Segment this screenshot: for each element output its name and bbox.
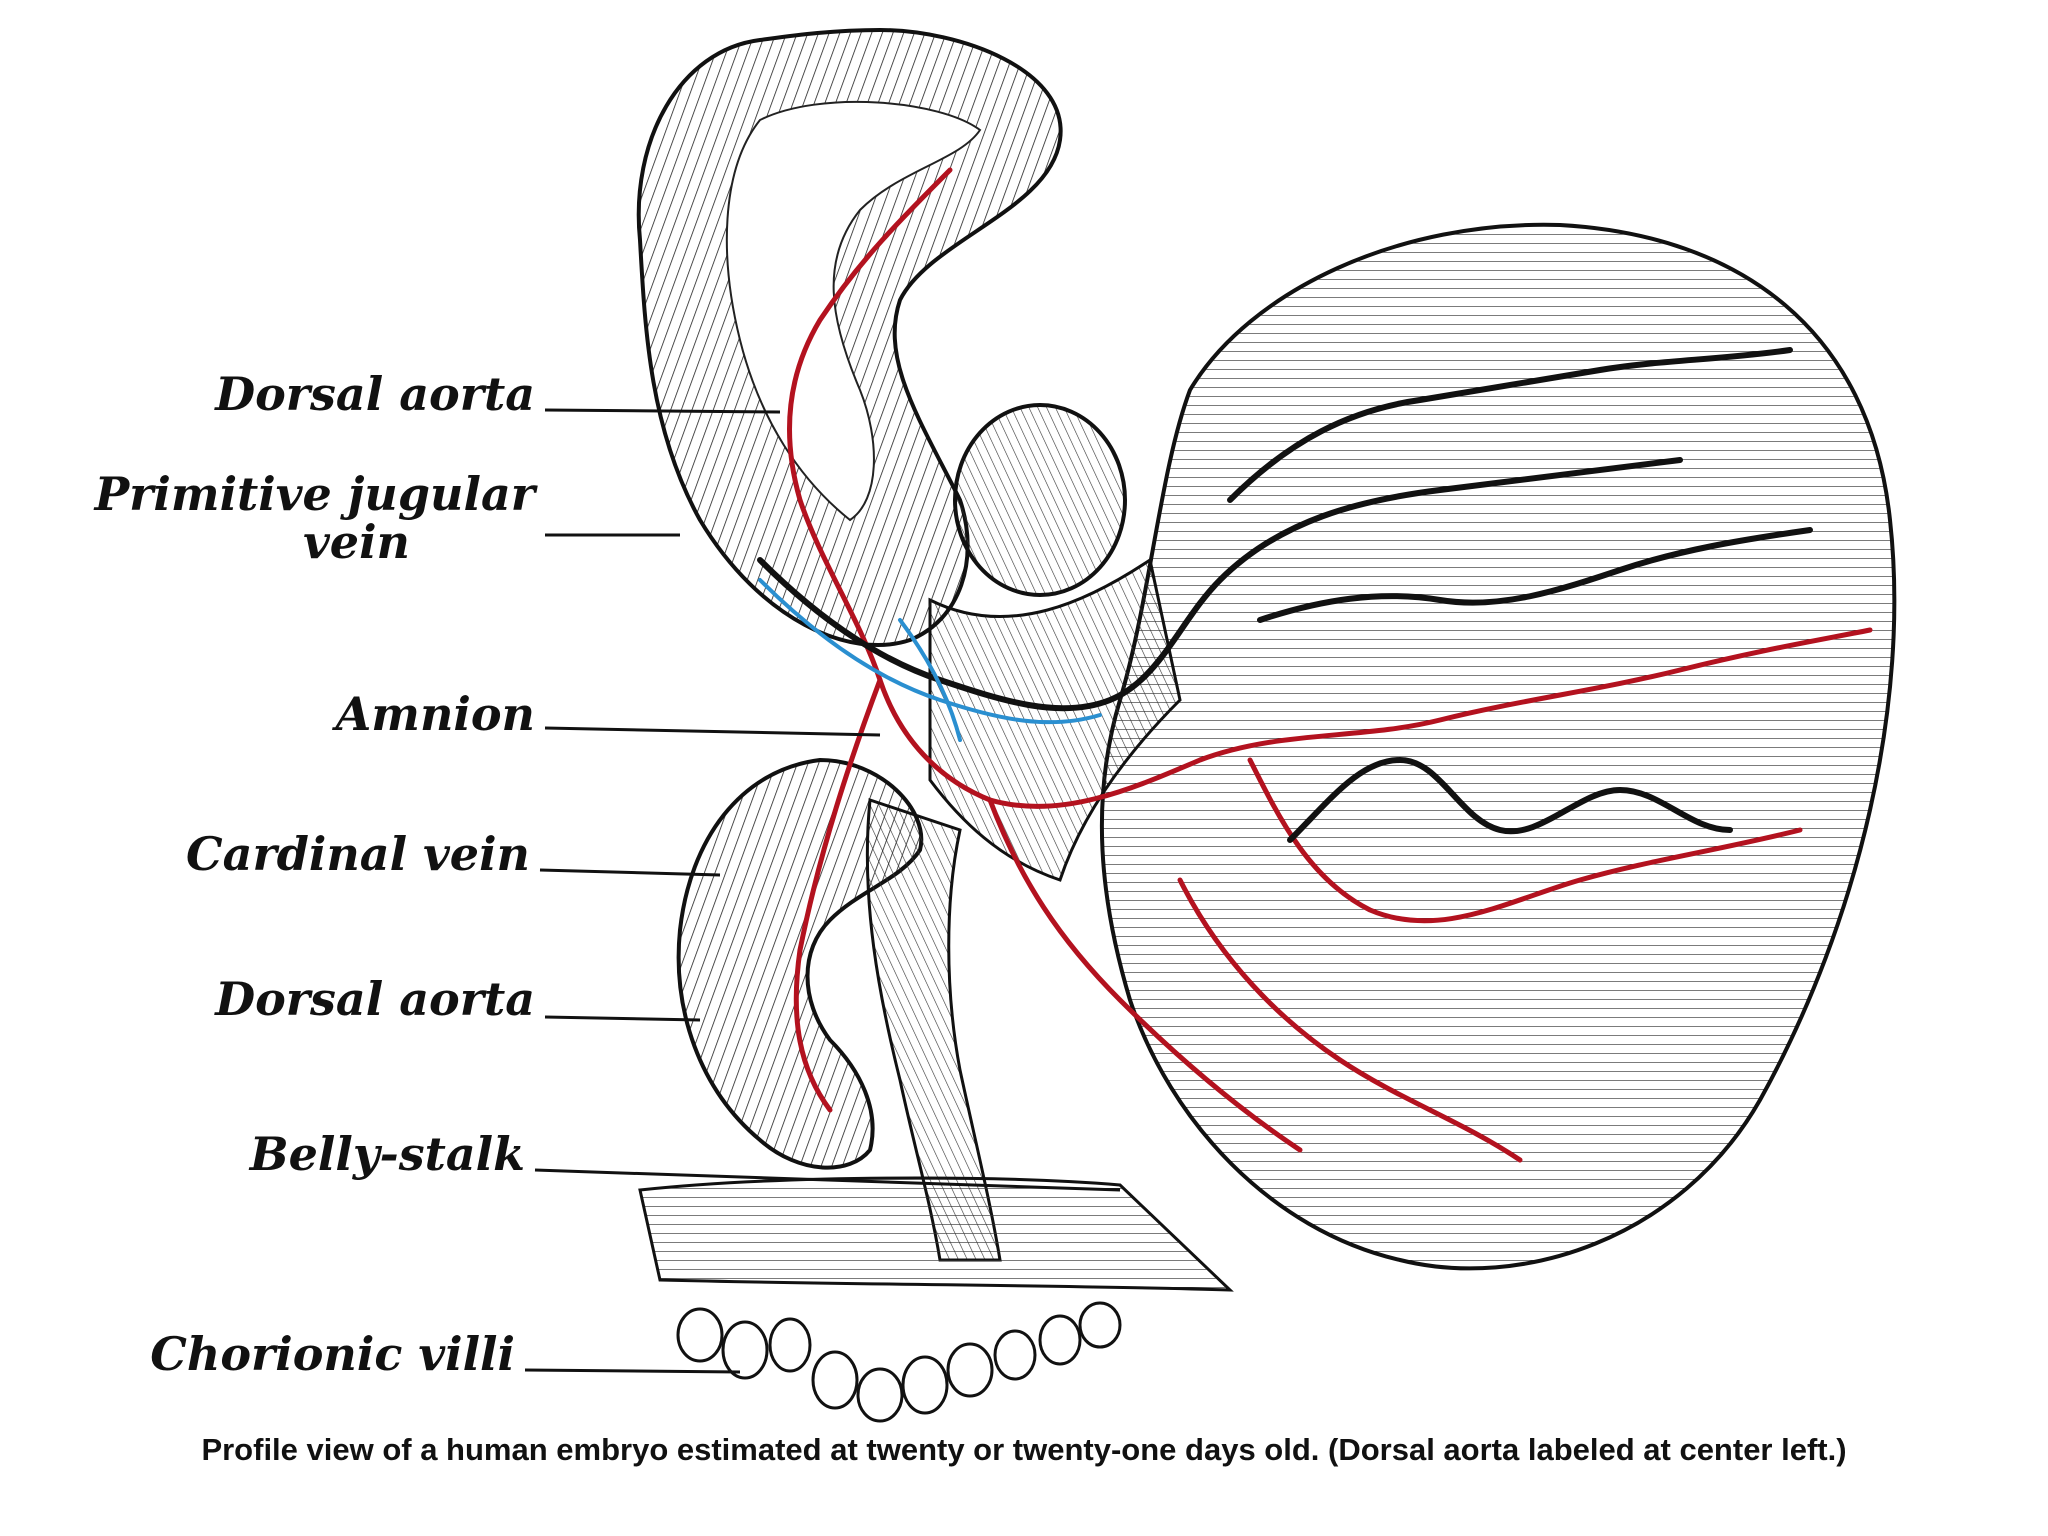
chorion-plate (638, 1176, 1234, 1292)
veins (757, 347, 1813, 843)
label-belly-stalk: Belly-stalk (249, 1127, 525, 1181)
label-amnion: Amnion (335, 687, 535, 741)
label-dorsal-aorta-lower: Dorsal aorta (215, 972, 535, 1026)
label-cardinal-vein: Cardinal vein (186, 827, 530, 881)
label-dorsal-aorta-upper: Dorsal aorta (215, 367, 535, 421)
label-chorionic-villi: Chorionic villi (150, 1327, 515, 1381)
arteries (787, 167, 1873, 1163)
chorionic-villi (676, 1301, 1122, 1423)
blue-veins (758, 578, 1102, 742)
heart-bulge (953, 403, 1127, 597)
yolk-sac (1099, 222, 1897, 1271)
label-primitive-jugular-vein: Primitive jugular vein (95, 470, 535, 567)
figure-caption: Profile view of a human embryo estimated… (201, 1432, 1847, 1467)
label-primitive-jugular-line1: Primitive jugular (94, 467, 535, 521)
label-primitive-jugular-line2: vein (303, 515, 410, 570)
leader-lines (524, 408, 1121, 1374)
